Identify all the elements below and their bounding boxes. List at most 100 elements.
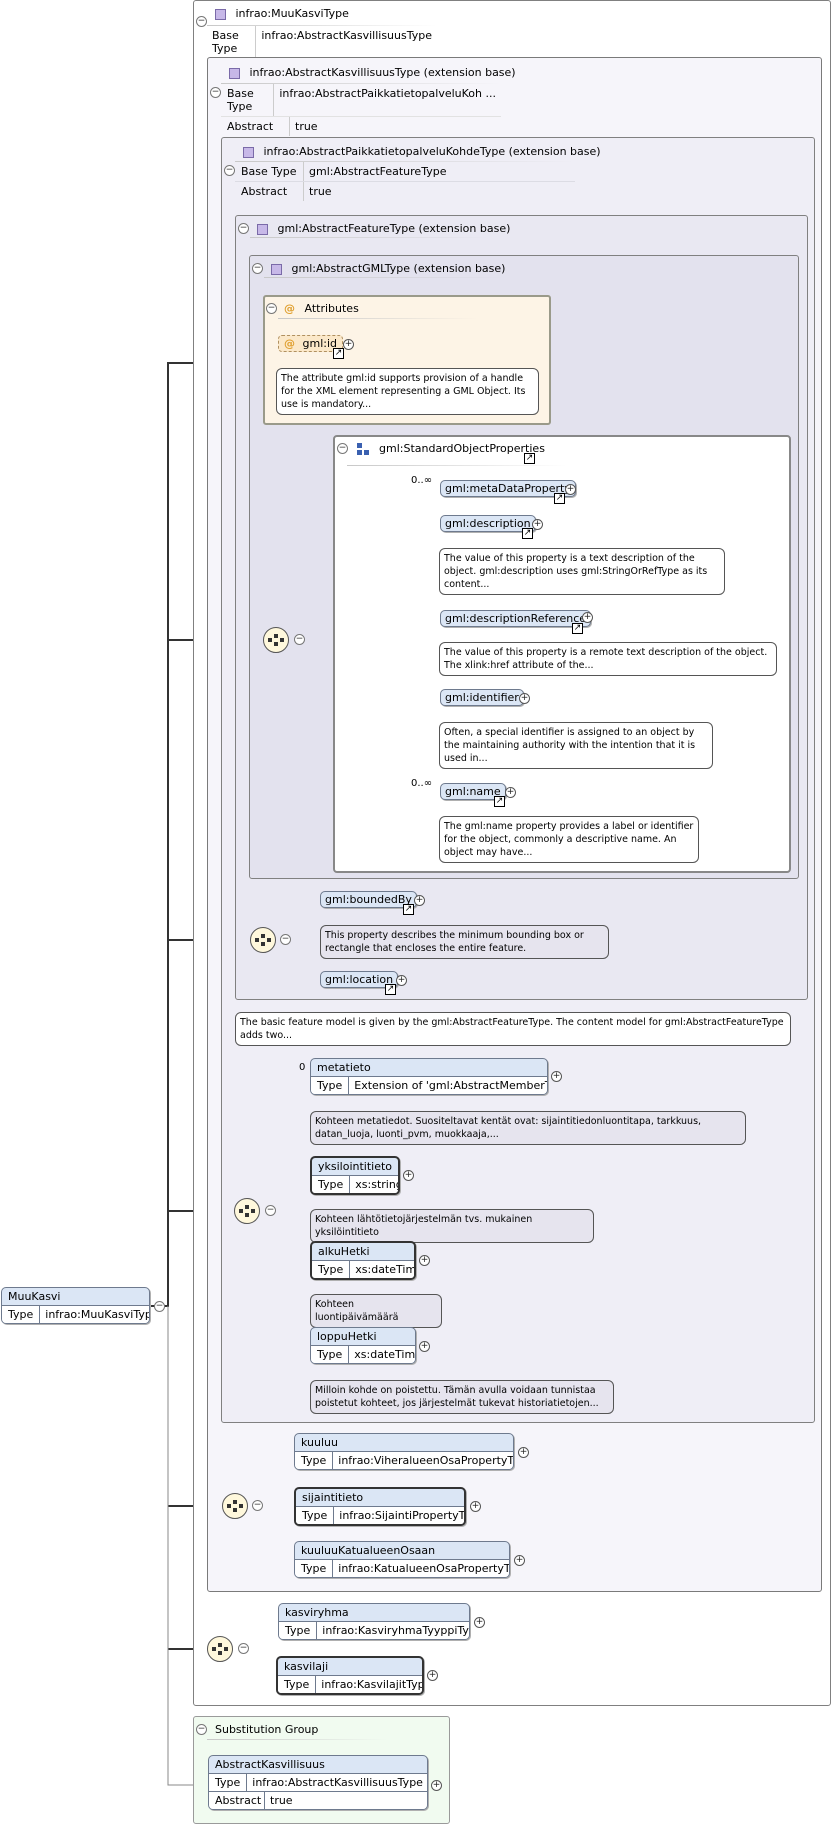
type-label: Type [311,1346,350,1363]
l1-props: Base Type infrao:AbstractPaikkatietopalv… [221,83,501,136]
collapse-icon[interactable]: − [337,443,348,454]
occurs-label: 0..∞ [411,778,433,789]
element-name: gml:identifier [445,691,519,704]
expand-icon[interactable]: + [431,1780,442,1791]
sequence-compositor-icon[interactable] [222,1493,248,1519]
metatieto-doc: Kohteen metatiedot. Suositeltavat kentät… [310,1111,746,1145]
element-description[interactable]: gml:description [440,515,536,532]
element-name: kuuluuKatualueenOsaan [295,1542,509,1560]
reference-link-icon[interactable]: ↗ [385,984,396,995]
type-value: infrao:AbstractKasvillisuusType [252,1776,423,1789]
collapse-icon[interactable]: − [252,263,263,274]
expand-icon[interactable]: + [419,1255,430,1266]
element-location[interactable]: gml:location [320,971,399,988]
expand-icon[interactable]: + [470,1501,481,1512]
reference-link-icon[interactable]: ↗ [494,796,505,807]
expand-icon[interactable]: + [519,693,530,704]
sequence-compositor-icon[interactable] [234,1198,260,1224]
element-identifier[interactable]: gml:identifier [440,689,524,706]
collapse-icon[interactable]: − [265,1205,276,1216]
expand-icon[interactable]: + [414,895,425,906]
collapse-icon[interactable]: − [266,303,277,314]
element-name: sijaintitieto [296,1489,464,1507]
collapse-icon[interactable]: − [294,634,305,645]
element-descriptionreference[interactable]: gml:descriptionReference [440,610,592,627]
expand-icon[interactable]: + [505,787,516,798]
complex-type-icon [243,146,254,158]
type-value: infrao:KasviryhmaTyyppiType [322,1624,470,1637]
reference-link-icon[interactable]: ↗ [572,623,583,634]
element-name: gml:description [445,517,531,530]
identifier-doc: Often, a special identifier is assigned … [439,722,713,769]
sequence-compositor-icon[interactable] [207,1636,233,1662]
attribute-name: gml:id [302,337,338,350]
attribute-gml-id[interactable]: @ gml:id [278,335,343,352]
complex-type-icon [271,263,282,275]
sequence-compositor-icon[interactable] [250,927,276,953]
attribute-icon: @ [284,337,295,350]
expand-icon[interactable]: + [514,1555,525,1566]
base-type-value: infrao:AbstractPaikkatietopalveluKoh ... [279,87,496,100]
collapse-icon[interactable]: − [210,87,221,98]
collapse-icon[interactable]: − [252,1500,263,1511]
expand-icon[interactable]: + [474,1617,485,1628]
sequence-compositor-icon[interactable] [263,627,289,653]
element-name: gml:name [445,785,501,798]
collapse-icon[interactable]: − [196,16,207,27]
element-name-gml[interactable]: gml:name [440,783,506,800]
abstract-label: Abstract [235,182,304,201]
expand-icon[interactable]: + [403,1170,414,1181]
base-type-value: infrao:AbstractKasvillisuusType [261,29,432,42]
collapse-icon[interactable]: − [238,1643,249,1654]
type-label: Type [312,1261,351,1278]
complex-type-icon [257,223,268,235]
sequence-glyph [239,1205,255,1217]
element-metadataproperty[interactable]: gml:metaDataProperty [440,480,576,497]
element-name: gml:metaDataProperty [445,482,571,495]
attribute-doc: The attribute gml:id supports provision … [276,368,539,415]
expand-icon[interactable]: + [551,1071,562,1082]
l1-header: infrao:AbstractKasvillisuusType (extensi… [229,66,516,79]
collapse-icon[interactable]: − [238,223,249,234]
expand-icon[interactable]: + [582,612,593,623]
base-type-label: Base Type [235,162,304,181]
reference-link-icon[interactable]: ↗ [403,904,414,915]
attributes-title: Attributes [304,302,359,315]
expand-icon[interactable]: + [396,975,407,986]
collapse-icon[interactable]: − [224,165,235,176]
abstract-value: true [270,1794,293,1807]
reference-link-icon[interactable]: ↗ [333,348,344,359]
expand-icon[interactable]: + [419,1341,430,1352]
collapse-icon[interactable]: − [280,934,291,945]
expand-icon[interactable]: + [343,339,354,350]
group-header-line [347,465,567,466]
feature-type-doc: The basic feature model is given by the … [235,1012,791,1046]
element-name: gml:boundedBy [325,893,412,906]
reference-link-icon[interactable]: ↗ [522,528,533,539]
element-name: gml:location [325,973,394,986]
type-value: xs:dateTime [354,1348,416,1361]
sequence-glyph [268,634,284,646]
collapse-icon[interactable]: − [154,1301,165,1312]
sequence-glyph [227,1500,243,1512]
attributes-header-line [278,318,478,319]
expand-icon[interactable]: + [532,519,543,530]
expand-icon[interactable]: + [518,1447,529,1458]
reference-link-icon[interactable]: ↗ [524,453,535,464]
expand-icon[interactable]: + [427,1670,438,1681]
collapse-icon[interactable]: − [196,1724,207,1735]
type-label: Type [2,1306,41,1323]
reference-link-icon[interactable]: ↗ [554,493,565,504]
expand-icon[interactable]: + [565,484,576,495]
